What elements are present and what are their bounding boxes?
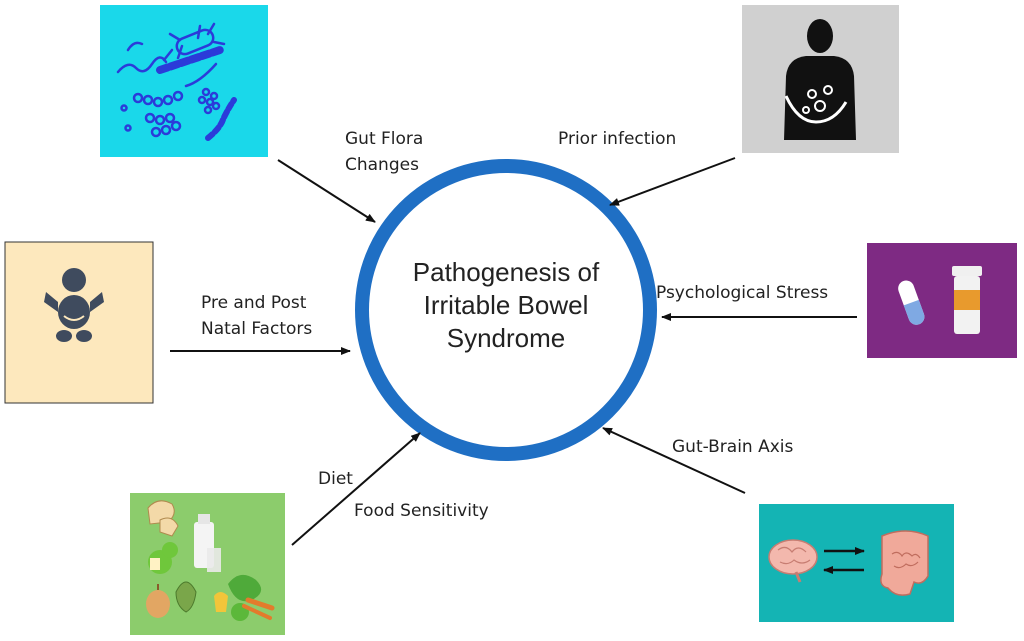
label-diet-line2: Food Sensitivity bbox=[354, 501, 489, 521]
food-icon bbox=[130, 493, 285, 635]
center-title: Pathogenesis of Irritable Bowel Syndrome bbox=[372, 256, 640, 355]
center-title-line3: Syndrome bbox=[446, 323, 566, 353]
label-gut-brain-text: Gut-Brain Axis bbox=[672, 437, 794, 457]
brain-gut-icon bbox=[759, 504, 954, 622]
label-food-sensitivity: Food Sensitivity bbox=[354, 498, 489, 524]
arrow-gut-brain bbox=[602, 427, 746, 494]
label-diet-line1: Diet bbox=[318, 469, 353, 489]
pills-icon bbox=[867, 243, 1017, 358]
center-title-line1: Pathogenesis of bbox=[412, 257, 600, 287]
label-prior-infection-text: Prior infection bbox=[558, 129, 677, 149]
label-prior-infection: Prior infection bbox=[558, 126, 676, 152]
center-title-line2: Irritable Bowel bbox=[423, 290, 589, 320]
label-gut-flora-line2: Changes bbox=[345, 155, 419, 175]
label-gut-flora: Gut Flora Changes bbox=[345, 126, 423, 178]
label-psych-stress: Psychological Stress bbox=[656, 280, 828, 306]
label-gut-flora-line1: Gut Flora bbox=[345, 129, 424, 149]
label-diet: Diet bbox=[318, 466, 353, 492]
stomach-ache-icon bbox=[742, 5, 899, 153]
bacteria-icon bbox=[100, 5, 268, 157]
arrow-diet bbox=[291, 432, 421, 546]
label-natal: Pre and Post Natal Factors bbox=[201, 290, 312, 342]
center-ring bbox=[355, 159, 657, 461]
arrow-prior-infection bbox=[609, 157, 736, 206]
label-natal-line1: Pre and Post bbox=[201, 293, 307, 313]
label-gut-brain: Gut-Brain Axis bbox=[672, 434, 793, 460]
baby-icon bbox=[4, 241, 154, 404]
label-psych-stress-text: Psychological Stress bbox=[656, 283, 829, 303]
arrow-gut-flora bbox=[277, 159, 376, 223]
label-natal-line2: Natal Factors bbox=[201, 319, 313, 339]
